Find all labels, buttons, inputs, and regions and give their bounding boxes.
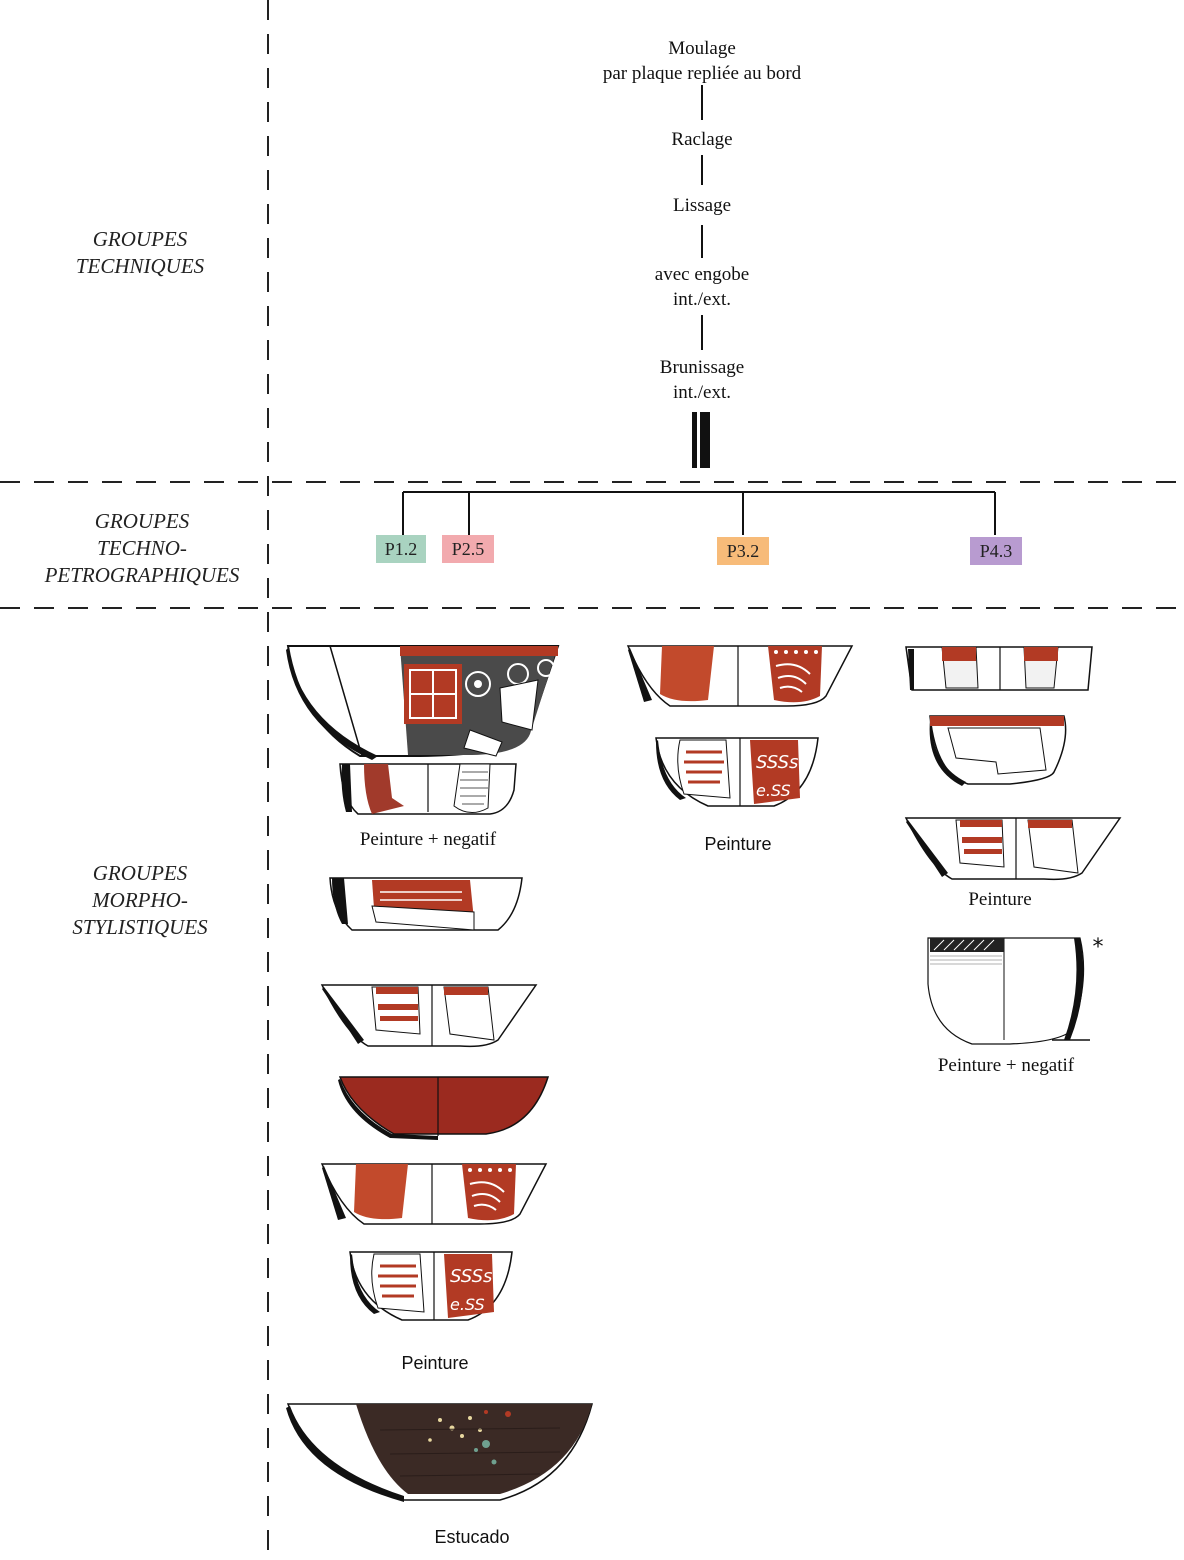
vessel-p1-swirl-bowl xyxy=(320,1163,548,1225)
svg-text:e.SS: e.SS xyxy=(450,1295,485,1314)
step-raclage: Raclage xyxy=(671,129,733,150)
svg-text:SSSs: SSSs xyxy=(450,1266,492,1287)
svg-text:SSSs: SSSs xyxy=(756,752,798,773)
svg-text:e.SS: e.SS xyxy=(756,781,791,800)
vessel-p4-cup-1 xyxy=(905,646,1093,691)
step-engobe: avec engobe int./ext. xyxy=(654,264,750,310)
caption-p1-estucado: Estucado xyxy=(434,1527,510,1547)
asterisk-marker: * xyxy=(1092,935,1104,960)
petro-tag-p2-5: P2.5 xyxy=(442,535,494,563)
vessel-p1-band-bowl xyxy=(329,877,523,931)
double-bar-connector xyxy=(692,412,710,468)
vessel-p1-large-decorated xyxy=(286,645,560,760)
petro-tag-p4-3: P4.3 xyxy=(970,537,1022,565)
row-title-techniques: GROUPES TECHNIQUES xyxy=(75,227,205,278)
vessel-p1-small-bowl-1 xyxy=(339,763,517,815)
caption-p1-peinture: Peinture xyxy=(401,1353,469,1373)
vessel-p4-cup-2 xyxy=(929,715,1067,786)
step-lissage: Lissage xyxy=(672,195,732,216)
caption-p4-peinture-negatif: Peinture + negatif xyxy=(937,1055,1075,1076)
vessel-p3-s-motif-bowl: SSSs e.SS xyxy=(655,737,819,807)
vessel-p4-conical-bowl xyxy=(904,817,1122,881)
vessel-p1-conical-bowl xyxy=(320,984,538,1048)
vessel-p4-negative-bowl xyxy=(927,937,1090,1045)
step-moulage: Moulage par plaque repliée au bord xyxy=(602,38,802,84)
row-title-techno-petrographiques: GROUPES TECHNO- PETROGRAPHIQUES xyxy=(44,509,240,587)
caption-p1-peinture-negatif: Peinture + negatif xyxy=(359,829,497,850)
step-brunissage: Brunissage int./ext. xyxy=(659,357,745,403)
vessel-p1-red-bowl xyxy=(338,1076,550,1140)
row-title-morpho-stylistiques: GROUPES MORPHO- STYLISTIQUES xyxy=(72,861,208,939)
vessel-p3-swirl-bowl xyxy=(626,645,854,707)
vessel-p1-s-motif-bowl: SSSs e.SS xyxy=(349,1251,513,1321)
vessel-p1-estucado-bowl xyxy=(286,1403,593,1502)
petro-tree xyxy=(402,491,996,535)
caption-p4-peinture: Peinture xyxy=(968,889,1032,910)
petro-tag-p3-2: P3.2 xyxy=(717,537,769,565)
caption-p3-peinture: Peinture xyxy=(704,834,772,854)
petro-tag-p1-2: P1.2 xyxy=(376,535,426,563)
